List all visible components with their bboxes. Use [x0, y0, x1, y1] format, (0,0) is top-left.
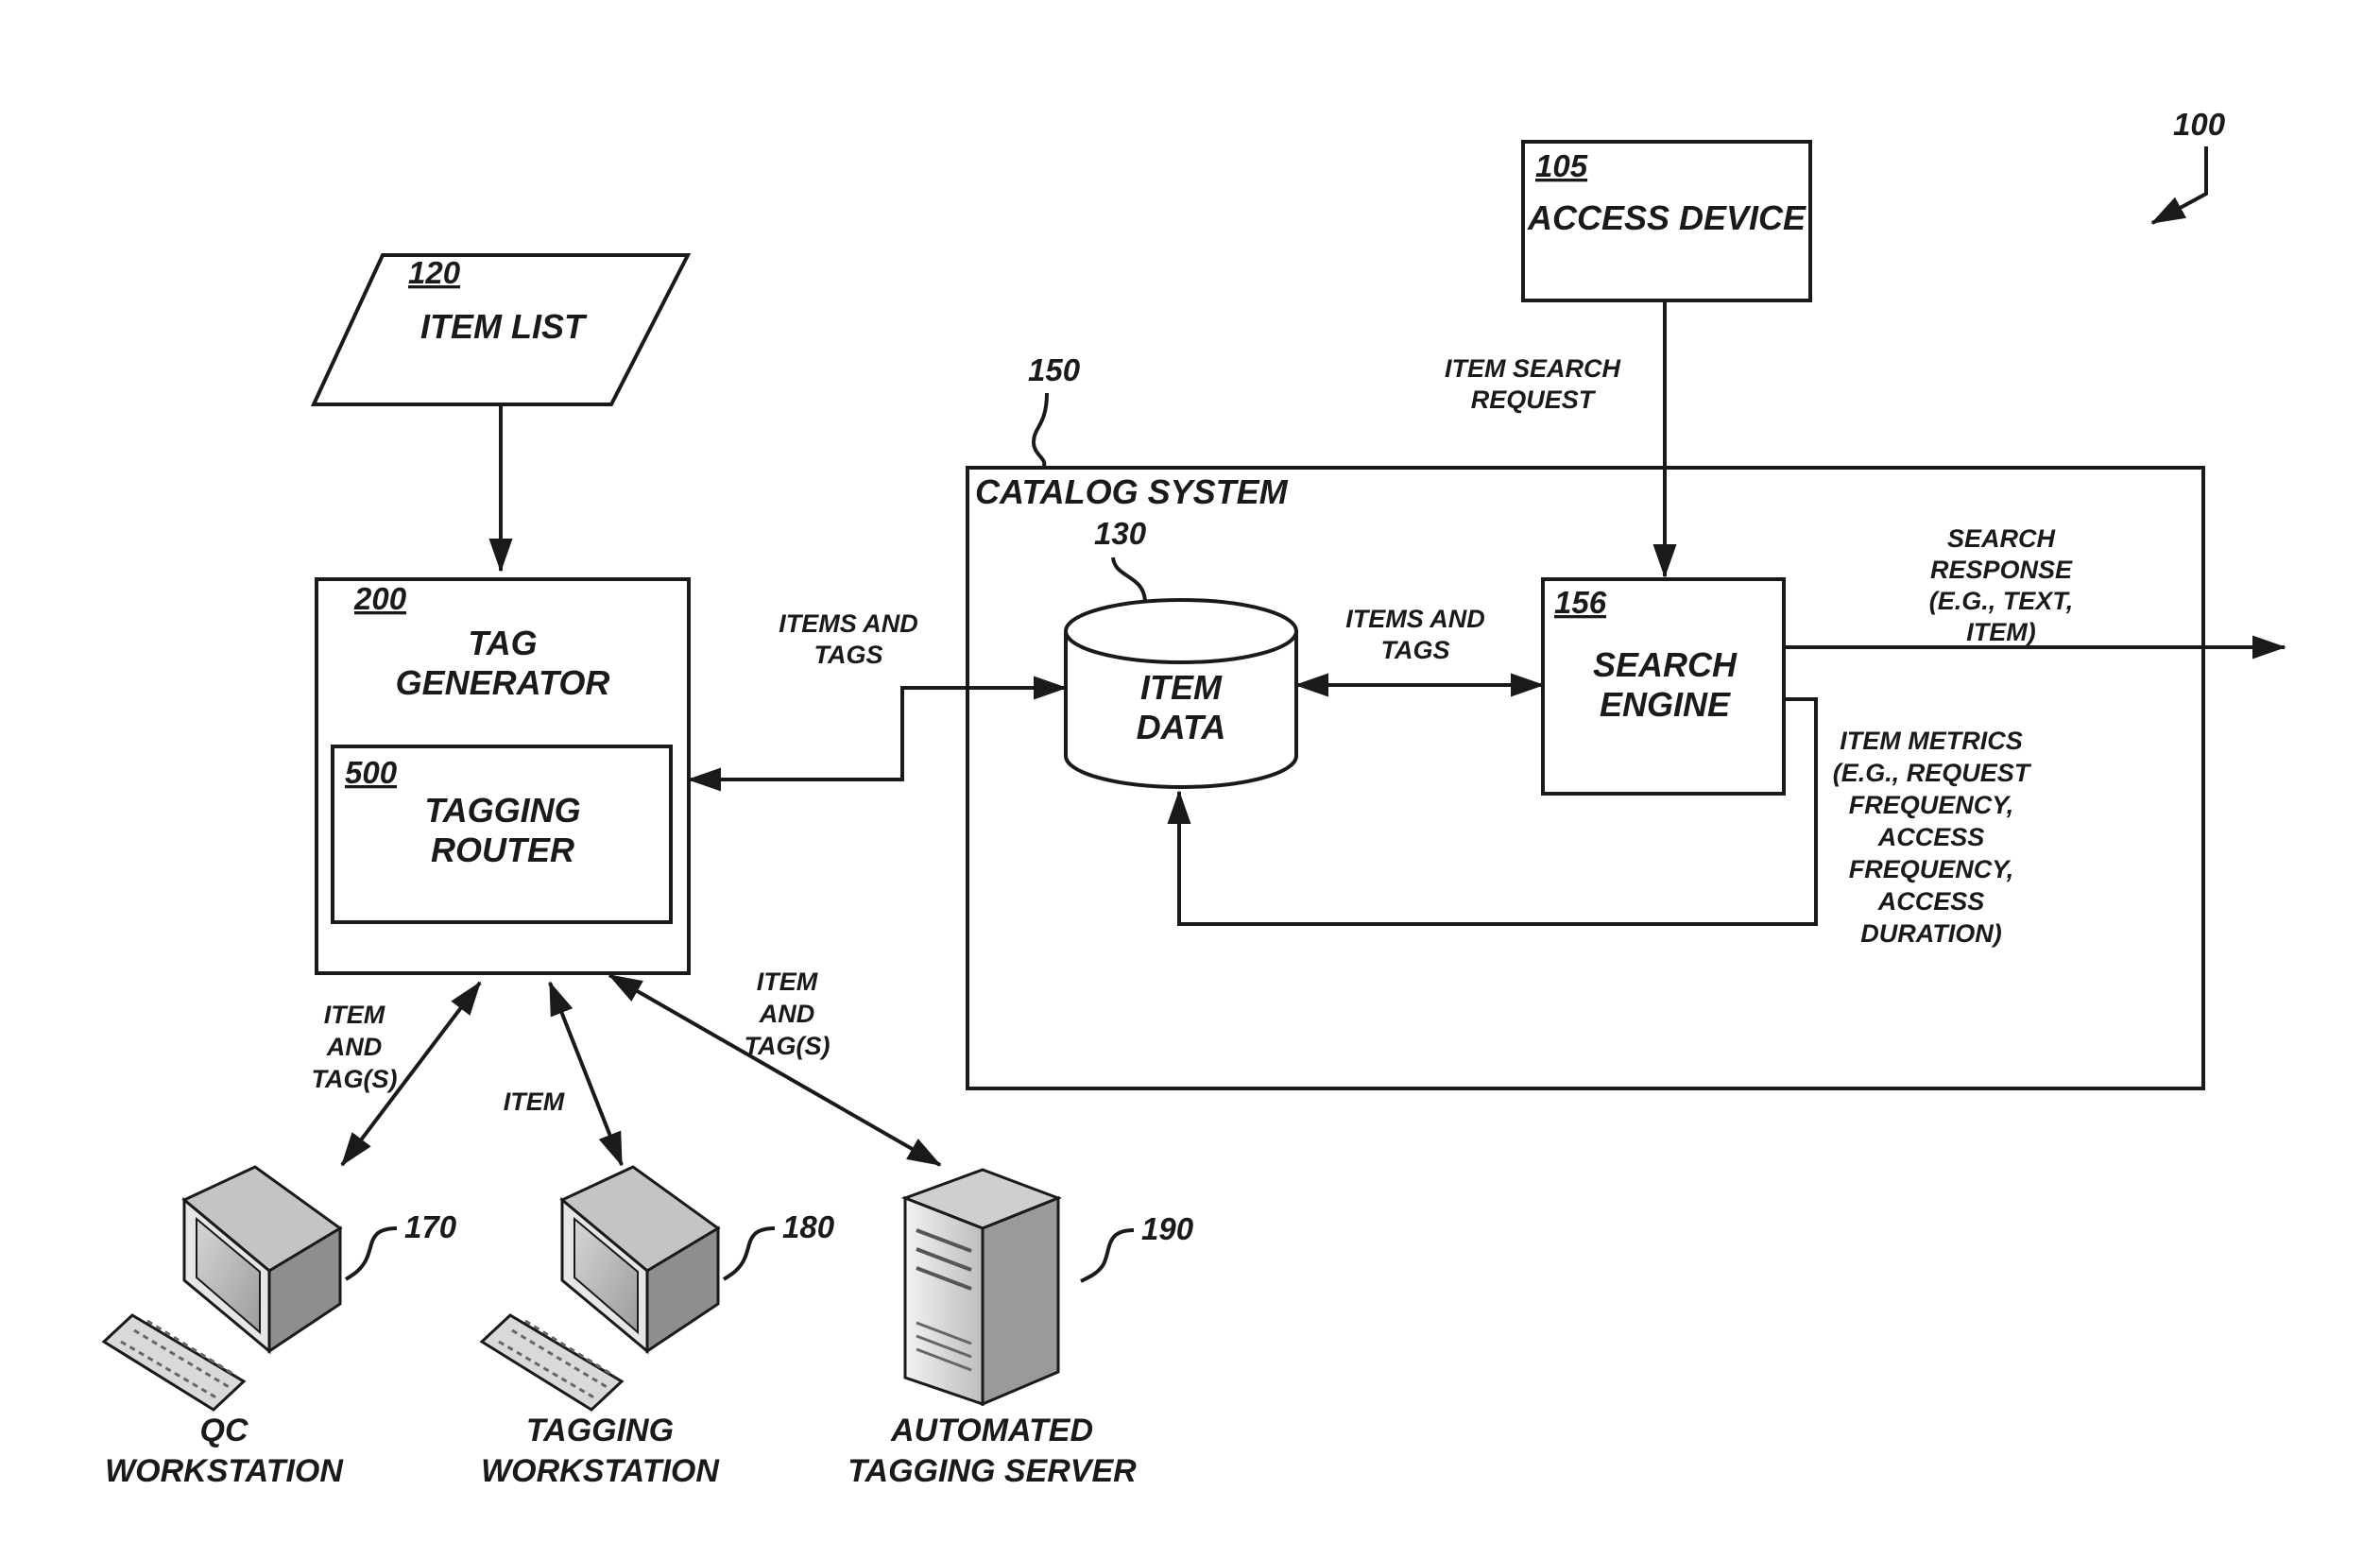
svg-text:(E.G., REQUEST: (E.G., REQUEST: [1833, 759, 2032, 787]
item-list-node: 120 ITEM LIST: [314, 255, 688, 404]
qc-workstation-ref: 170: [404, 1209, 457, 1244]
item-data-line2: DATA: [1137, 708, 1226, 746]
server-tower-icon: [905, 1170, 1058, 1404]
svg-text:REQUEST: REQUEST: [1471, 385, 1597, 414]
catalog-system-title: CATALOG SYSTEM: [975, 472, 1289, 511]
items-and-tags-router-label: ITEMS AND TAGS: [779, 609, 918, 669]
tagging-link-arrow: [550, 983, 622, 1165]
svg-text:SEARCH: SEARCH: [1947, 524, 2056, 553]
svg-text:ITEMS AND: ITEMS AND: [1345, 605, 1485, 633]
item-data-line1: ITEM: [1140, 668, 1223, 707]
generator-data-arrow: [689, 688, 1066, 780]
svg-text:ITEMS AND: ITEMS AND: [779, 609, 918, 638]
item-list-title: ITEM LIST: [420, 307, 588, 346]
tag-generator-line1: TAG: [468, 624, 537, 662]
svg-text:TAG(S): TAG(S): [312, 1065, 398, 1093]
qc-workstation-computer-icon: [104, 1167, 340, 1410]
search-engine-ref: 156: [1554, 585, 1607, 620]
tag-generator-line2: GENERATOR: [396, 663, 610, 702]
svg-text:DURATION): DURATION): [1860, 919, 2001, 948]
item-list-ref: 120: [408, 255, 461, 290]
tagging-router-node: 500 TAGGING ROUTER: [333, 746, 671, 922]
figure-ref: 100: [2152, 107, 2226, 223]
search-engine-node: 156 SEARCH ENGINE: [1543, 579, 1784, 794]
catalog-system-ref: 150: [1028, 352, 1081, 387]
qc-workstation-ref-leader: [346, 1228, 397, 1279]
svg-text:TAG(S): TAG(S): [745, 1032, 830, 1060]
item-data-node: ITEM DATA 130: [1066, 516, 1296, 787]
access-device-title: ACCESS DEVICE: [1527, 198, 1806, 237]
search-engine-line1: SEARCH: [1593, 645, 1738, 684]
qc-workstation-line2: WORKSTATION: [105, 1453, 344, 1489]
tagging-router-ref: 500: [345, 755, 398, 790]
svg-text:ACCESS: ACCESS: [1877, 887, 1985, 916]
tagging-workstation-ref-leader: [724, 1228, 775, 1279]
svg-text:FREQUENCY,: FREQUENCY,: [1849, 791, 2014, 819]
figure-ref-label: 100: [2173, 107, 2226, 142]
catalog-system-ref-leader: [1034, 393, 1047, 468]
automated-tagging-server-line1: AUTOMATED: [890, 1413, 1093, 1448]
automated-tagging-server-line2: TAGGING SERVER: [848, 1453, 1137, 1489]
item-data-top: [1066, 600, 1296, 662]
svg-text:ITEM): ITEM): [1966, 618, 2036, 646]
item-metrics-label: ITEM METRICS (E.G., REQUEST FREQUENCY, A…: [1833, 727, 2032, 948]
svg-text:FREQUENCY,: FREQUENCY,: [1849, 855, 2014, 883]
tagging-link-label: ITEM: [504, 1088, 565, 1116]
access-device-node: 105 ACCESS DEVICE: [1523, 142, 1810, 300]
tagging-workstation-line2: WORKSTATION: [481, 1453, 720, 1489]
tagging-workstation-ref: 180: [782, 1209, 835, 1244]
qc-workstation-line1: QC: [200, 1413, 248, 1448]
server-link-label: ITEM AND TAG(S): [745, 968, 830, 1060]
tag-generator-ref: 200: [353, 581, 407, 616]
svg-text:AND: AND: [759, 1000, 815, 1028]
automated-tagging-server-node: 190 AUTOMATED TAGGING SERVER: [848, 1170, 1193, 1489]
automated-tagging-server-ref: 190: [1141, 1211, 1194, 1246]
access-device-ref: 105: [1535, 148, 1588, 183]
svg-text:AND: AND: [326, 1033, 383, 1061]
svg-text:TAGS: TAGS: [814, 641, 883, 669]
svg-text:ITEM SEARCH: ITEM SEARCH: [1445, 354, 1621, 383]
tagging-router-line2: ROUTER: [431, 831, 574, 869]
svg-text:RESPONSE: RESPONSE: [1930, 556, 2073, 584]
tagging-workstation-node: 180 TAGGING WORKSTATION: [481, 1167, 835, 1489]
search-response-label: SEARCH RESPONSE (E.G., TEXT, ITEM): [1929, 524, 2074, 646]
qc-workstation-node: 170 QC WORKSTATION: [104, 1167, 457, 1489]
tagging-workstation-computer-icon: [482, 1167, 718, 1410]
svg-text:ITEM METRICS: ITEM METRICS: [1840, 727, 2023, 755]
svg-text:(E.G., TEXT,: (E.G., TEXT,: [1929, 587, 2074, 615]
items-and-tags-engine-label: ITEMS AND TAGS: [1345, 605, 1485, 664]
svg-text:ACCESS: ACCESS: [1877, 823, 1985, 851]
item-data-ref: 130: [1094, 516, 1147, 551]
automated-tagging-server-ref-leader: [1081, 1230, 1134, 1281]
svg-text:ITEM: ITEM: [757, 968, 818, 996]
tagging-workstation-line1: TAGGING: [526, 1413, 674, 1448]
figure-ref-arrow: [2152, 146, 2206, 223]
search-engine-line2: ENGINE: [1600, 685, 1731, 724]
svg-text:ITEM: ITEM: [324, 1001, 385, 1029]
tagging-router-line1: TAGGING: [424, 791, 580, 830]
item-search-request-label: ITEM SEARCH REQUEST: [1445, 354, 1621, 414]
item-data-ref-leader: [1113, 557, 1145, 601]
svg-text:TAGS: TAGS: [1381, 636, 1450, 664]
svg-text:ITEM: ITEM: [504, 1088, 565, 1116]
qc-link-label: ITEM AND TAG(S): [312, 1001, 398, 1093]
